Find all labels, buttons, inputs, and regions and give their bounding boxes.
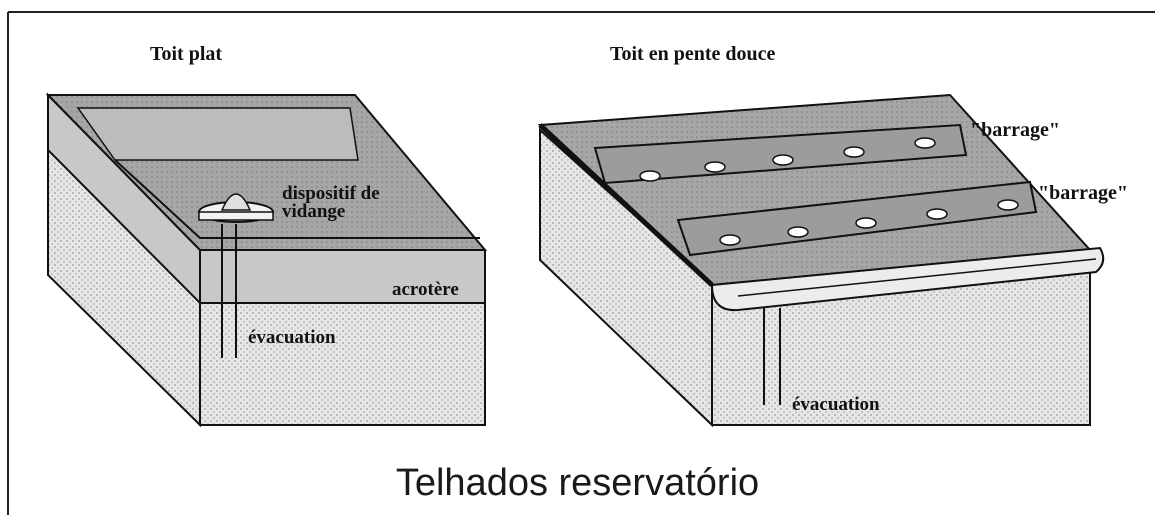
sloped-roof-illustration [537, 93, 1105, 428]
flat-roof-outlet-label: évacuation [248, 327, 336, 348]
sloped-roof-title: Toit en pente douce [610, 43, 776, 65]
dam-label-1: "barrage" [970, 119, 1060, 141]
dam-label-2: "barrage" [1038, 182, 1128, 204]
flat-roof-illustration [45, 92, 488, 428]
parapet-label: acrotère [392, 279, 459, 300]
drain-device-label: dispositif de vidange [282, 183, 380, 223]
figure-caption: Telhados reservatório [395, 462, 760, 504]
sloped-roof-outlet-label: évacuation [792, 394, 880, 415]
flat-roof-title: Toit plat [150, 43, 223, 65]
